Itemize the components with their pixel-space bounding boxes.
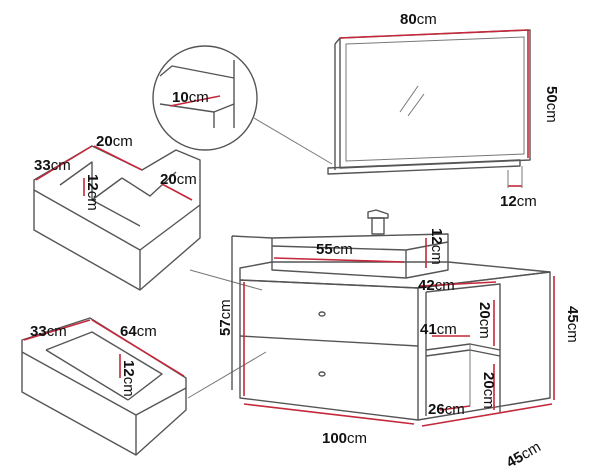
label-mirror-shelf-depth: 12cm [500,193,537,210]
label-lower-drawer-width: 64cm [120,323,157,340]
label-basin-width: 55cm [316,241,353,258]
label-total-width: 100cm [322,430,367,447]
label-side-height: 45cm [564,306,581,343]
lower-drawer [21,317,187,456]
label-shelf-upper-height: 20cm [476,302,493,339]
upper-drawer [33,145,201,291]
label-mirror-width: 80cm [400,11,437,28]
label-basin-height: 12cm [428,228,445,265]
label-upper-drawer-inner: 20cm [160,171,197,188]
mirror [327,29,531,188]
mirror-detail-callout [152,45,333,165]
label-upper-drawer-height: 12cm [84,174,101,211]
label-total-depth: 45cm [504,438,544,471]
label-detail-thickness: 10cm [172,89,209,106]
dimension-labels: 80cm 50cm 12cm 10cm 33cm 20cm 12cm 20cm … [30,11,581,471]
label-upper-drawer-width: 20cm [96,133,133,150]
label-shelf-lower-height: 20cm [480,372,497,409]
label-mirror-height: 50cm [543,86,560,123]
label-shelf-inner-width: 41cm [420,321,457,338]
label-lower-drawer-height: 12cm [120,360,137,397]
label-cabinet-height: 57cm [217,299,234,336]
vanity-cabinet [231,209,555,427]
label-lower-drawer-depth: 33cm [30,323,67,340]
label-upper-drawer-depth: 33cm [34,157,71,174]
label-shelf-width: 42cm [418,277,455,294]
label-shelf-depth: 26cm [428,401,465,418]
